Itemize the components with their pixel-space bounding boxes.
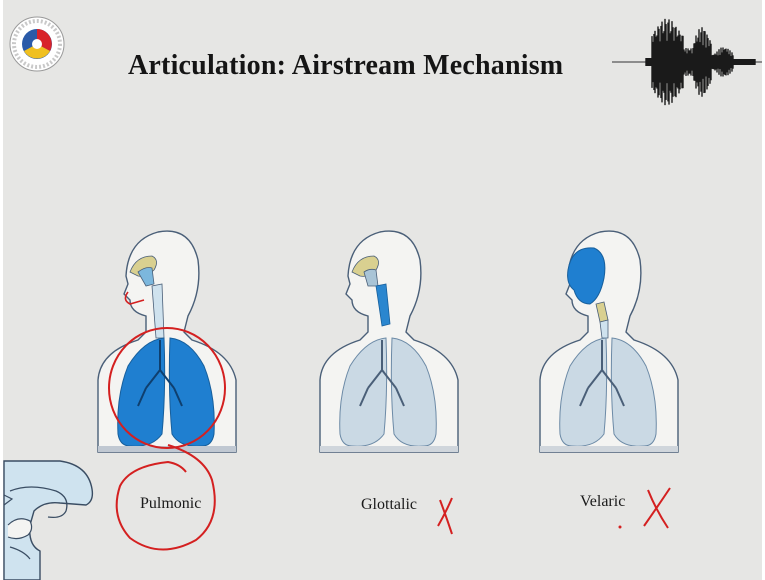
velaric-airstream-diagram	[522, 220, 702, 470]
velaric-label: Velaric	[580, 493, 625, 511]
institute-logo-icon	[8, 10, 66, 80]
pulmonic-label: Pulmonic	[140, 495, 201, 513]
glottalic-airstream-diagram	[302, 220, 482, 470]
audio-waveform-icon	[612, 8, 762, 116]
slide-title: Articulation: Airstream Mechanism	[128, 50, 563, 82]
pulmonic-airstream-diagram	[80, 220, 260, 470]
glottalic-label: Glottalic	[361, 496, 417, 514]
vocal-tract-icon	[0, 455, 100, 580]
